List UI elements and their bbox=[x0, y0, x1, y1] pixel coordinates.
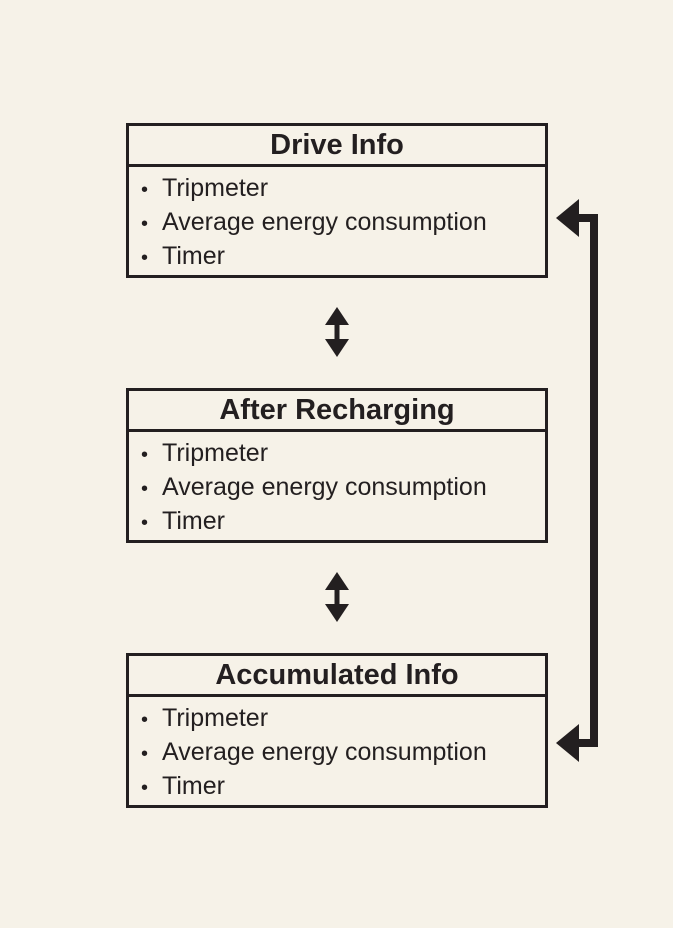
list-item-label: Timer bbox=[162, 507, 225, 535]
list-item: • Average energy consumption bbox=[141, 205, 545, 239]
list-item-label: Average energy consumption bbox=[162, 738, 487, 766]
accumulated-info-title: Accumulated Info bbox=[129, 656, 545, 697]
list-item: • Tripmeter bbox=[141, 171, 545, 205]
drive-info-list: • Tripmeter • Average energy consumption •… bbox=[129, 167, 545, 273]
bullet-icon: • bbox=[141, 512, 149, 534]
list-item: • Timer bbox=[141, 504, 545, 538]
bullet-icon: • bbox=[141, 444, 149, 466]
loop-arrow-icon bbox=[556, 199, 598, 762]
bullet-icon: • bbox=[141, 478, 149, 500]
list-item: • Timer bbox=[141, 239, 545, 273]
bullet-icon: • bbox=[141, 743, 149, 765]
list-item: • Tripmeter bbox=[141, 701, 545, 735]
list-item: • Average energy consumption bbox=[141, 470, 545, 504]
list-item: • Average energy consumption bbox=[141, 735, 545, 769]
bullet-icon: • bbox=[141, 777, 149, 799]
after-recharging-title: After Recharging bbox=[129, 391, 545, 432]
bullet-icon: • bbox=[141, 247, 149, 269]
drive-info-box: Drive Info • Tripmeter • Average energy co… bbox=[126, 123, 548, 278]
accumulated-info-box: Accumulated Info • Tripmeter • Average ene… bbox=[126, 653, 548, 808]
list-item-label: Tripmeter bbox=[162, 174, 269, 202]
list-item-label: Average energy consumption bbox=[162, 473, 487, 501]
double-arrow-icon bbox=[325, 572, 349, 622]
after-recharging-list: • Tripmeter • Average energy consumption •… bbox=[129, 432, 545, 538]
after-recharging-box: After Recharging • Tripmeter • Average ene… bbox=[126, 388, 548, 543]
double-arrow-icon bbox=[325, 307, 349, 357]
list-item-label: Tripmeter bbox=[162, 439, 269, 467]
bullet-icon: • bbox=[141, 179, 149, 201]
list-item-label: Timer bbox=[162, 242, 225, 270]
bullet-icon: • bbox=[141, 709, 149, 731]
list-item-label: Average energy consumption bbox=[162, 208, 487, 236]
bullet-icon: • bbox=[141, 213, 149, 235]
drive-info-title: Drive Info bbox=[129, 126, 545, 167]
list-item-label: Tripmeter bbox=[162, 704, 269, 732]
accumulated-info-list: • Tripmeter • Average energy consumption •… bbox=[129, 697, 545, 803]
list-item: • Tripmeter bbox=[141, 436, 545, 470]
list-item: • Timer bbox=[141, 769, 545, 803]
list-item-label: Timer bbox=[162, 772, 225, 800]
